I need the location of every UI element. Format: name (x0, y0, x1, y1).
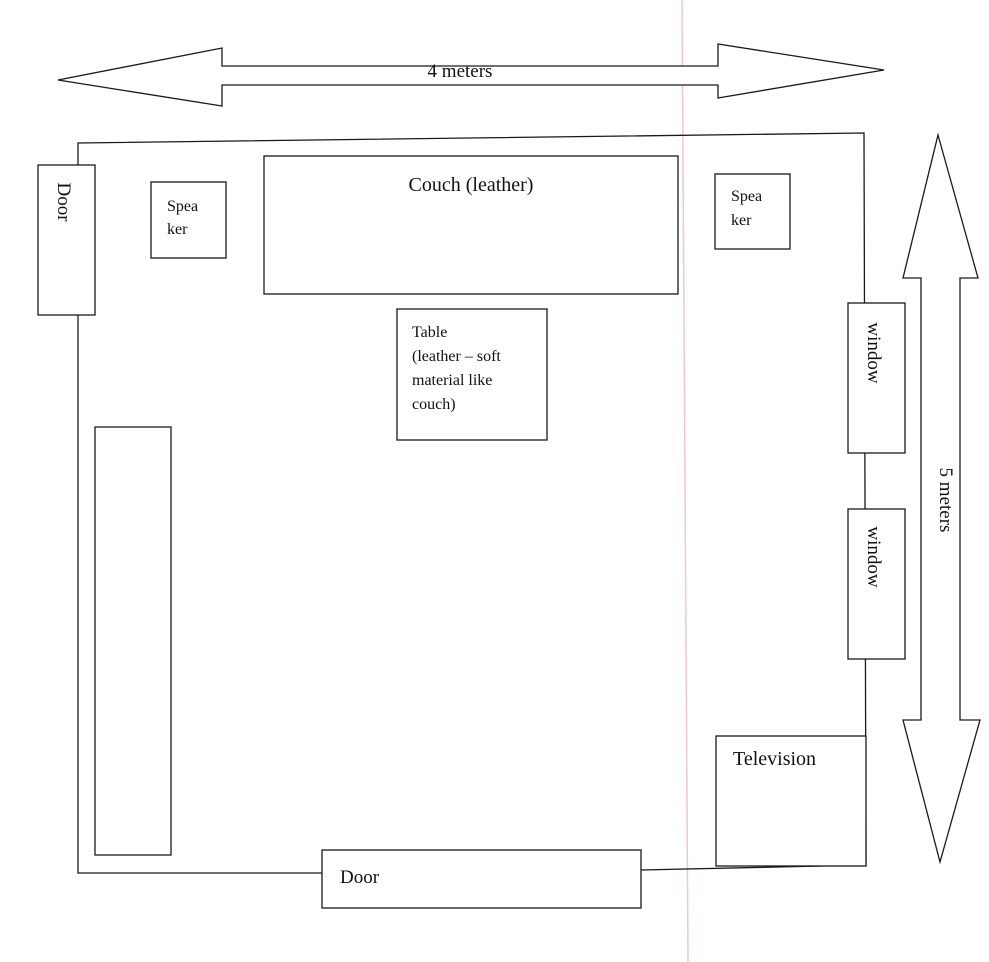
door-bottom-frame (321, 849, 642, 909)
height-dimension-arrow: 5 meters (902, 132, 981, 865)
door-left-label: Door (53, 182, 74, 222)
window-upper-frame (847, 302, 906, 454)
window-lower-label: window (863, 526, 884, 588)
couch-box (263, 155, 679, 295)
width-dimension-arrow: 4 meters (57, 43, 885, 107)
television: Television (715, 735, 867, 867)
door-left-frame (37, 164, 96, 316)
speaker-right-box (714, 173, 791, 250)
television-label: Television (733, 748, 816, 770)
left-wall-cabinet (94, 426, 172, 856)
height-arrow-shape (902, 132, 981, 865)
door-left: Door (37, 164, 96, 316)
couch-label: Couch (leather) (409, 174, 534, 196)
window-upper-label: window (863, 322, 884, 384)
speaker-left: Spea ker (150, 181, 227, 259)
speaker-right: Spea ker (714, 173, 791, 250)
table-label-line-4: couch) (412, 396, 456, 413)
table-box (396, 308, 548, 441)
width-arrow-shape (57, 43, 885, 107)
speaker-left-label-line-1: Spea (167, 198, 198, 215)
window-lower-frame (847, 508, 906, 660)
speaker-left-box (150, 181, 227, 259)
table-label-line-3: material like (412, 372, 492, 389)
height-dimension-label: 5 meters (935, 468, 956, 533)
window-lower: window (847, 508, 906, 660)
table: Table (leather – soft material like couc… (396, 308, 548, 441)
window-upper: window (847, 302, 906, 454)
table-label-line-2: (leather – soft (412, 348, 501, 365)
speaker-right-label-line-2: ker (731, 212, 752, 229)
room-wall-outline (77, 165, 322, 874)
room-wall-outline-right (77, 132, 867, 871)
television-box (715, 735, 867, 867)
speaker-right-label-line-1: Spea (731, 188, 762, 205)
couch: Couch (leather) (263, 155, 679, 295)
door-bottom: Door (321, 849, 642, 909)
scan-artifact-line (681, 0, 689, 962)
width-dimension-label: 4 meters (428, 61, 493, 82)
table-label-line-1: Table (412, 324, 447, 341)
speaker-left-label-line-2: ker (167, 221, 188, 238)
door-bottom-label: Door (340, 867, 380, 888)
